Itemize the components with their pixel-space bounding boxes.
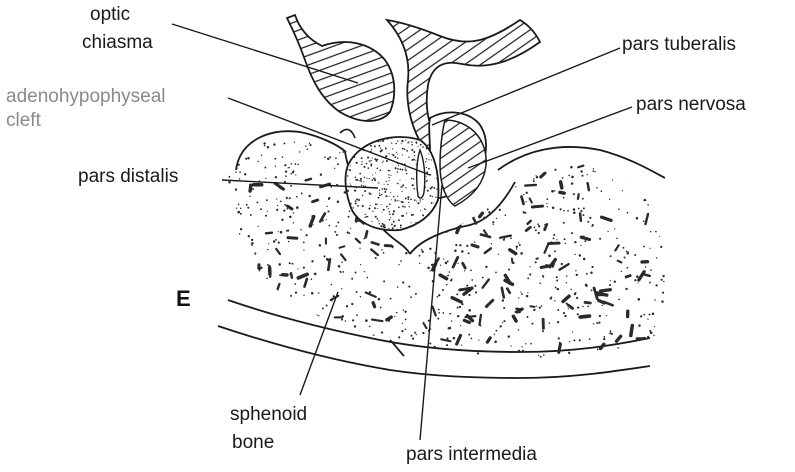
optic-chiasma-shape: [287, 15, 394, 121]
label-pars-nervosa: pars nervosa: [636, 94, 746, 116]
leader-sphenoid-bone: [300, 292, 338, 395]
label-adenohypophyseal-1: adenohypophyseal: [6, 86, 166, 108]
label-pars-distalis: pars distalis: [78, 166, 178, 188]
label-pars-intermedia: pars intermedia: [406, 444, 537, 466]
sella-notch: [340, 129, 355, 138]
leader-pars-nervosa: [468, 107, 632, 168]
label-optic-chiasma-2: chiasma: [82, 32, 153, 54]
label-optic-chiasma-1: optic: [90, 4, 130, 26]
label-sphenoid-1: sphenoid: [230, 404, 307, 426]
label-adenohypophyseal-2: cleft: [6, 110, 41, 132]
panel-letter: E: [176, 286, 191, 312]
leader-lines: [172, 24, 632, 440]
label-pars-tuberalis: pars tuberalis: [622, 34, 736, 56]
label-sphenoid-2: bone: [232, 432, 274, 454]
